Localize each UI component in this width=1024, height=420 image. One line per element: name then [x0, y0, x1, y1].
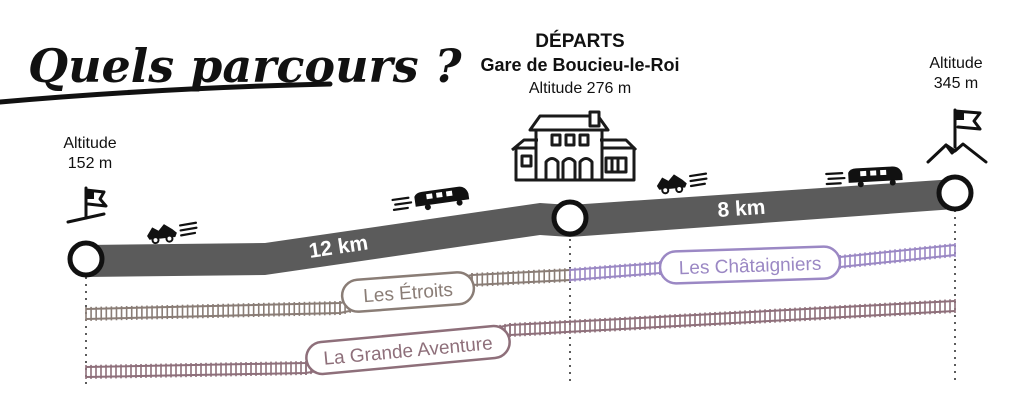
route-pill-grande-aventure: La Grande Aventure — [305, 324, 511, 376]
flag-icon — [66, 186, 108, 224]
right-altitude-label: Altitude — [929, 55, 983, 72]
departure-altitude: Altitude 276 m — [528, 80, 632, 98]
railbus-icon — [391, 186, 470, 211]
route-pill-etroits: Les Étroits — [340, 271, 476, 313]
title-underline — [0, 81, 333, 105]
distance-right: 8 km — [717, 196, 766, 222]
right-altitude-value: 345 m — [933, 75, 979, 92]
station-building-icon — [511, 110, 638, 182]
mountain-flag-icon — [926, 108, 988, 164]
departure-station: Gare de Boucieu-le-Roi — [480, 54, 680, 75]
departure-heading: DÉPARTS — [535, 31, 625, 52]
road-segment-right — [570, 179, 955, 237]
railbike-icon — [656, 172, 708, 195]
station-departure — [551, 199, 589, 237]
station-left — [67, 240, 105, 278]
route-label-chataigniers: Les Châtaigniers — [678, 254, 821, 279]
station-right — [936, 174, 974, 212]
railbike-icon — [147, 221, 198, 245]
road-segment-left — [86, 203, 570, 277]
railbus-icon — [825, 166, 903, 188]
station-guides — [85, 210, 956, 385]
track-grande-aventure — [85, 299, 956, 379]
right-altitude: Altitude 345 m — [916, 54, 996, 94]
left-altitude-label: Altitude — [63, 135, 117, 152]
route-pill-chataigniers: Les Châtaigniers — [658, 245, 842, 285]
departure-block: DÉPARTS Gare de Boucieu-le-Roi Altitude … — [470, 30, 690, 99]
left-altitude: Altitude 152 m — [50, 134, 130, 174]
page-title: Quels parcours ? — [28, 39, 463, 93]
left-altitude-value: 152 m — [67, 155, 113, 172]
